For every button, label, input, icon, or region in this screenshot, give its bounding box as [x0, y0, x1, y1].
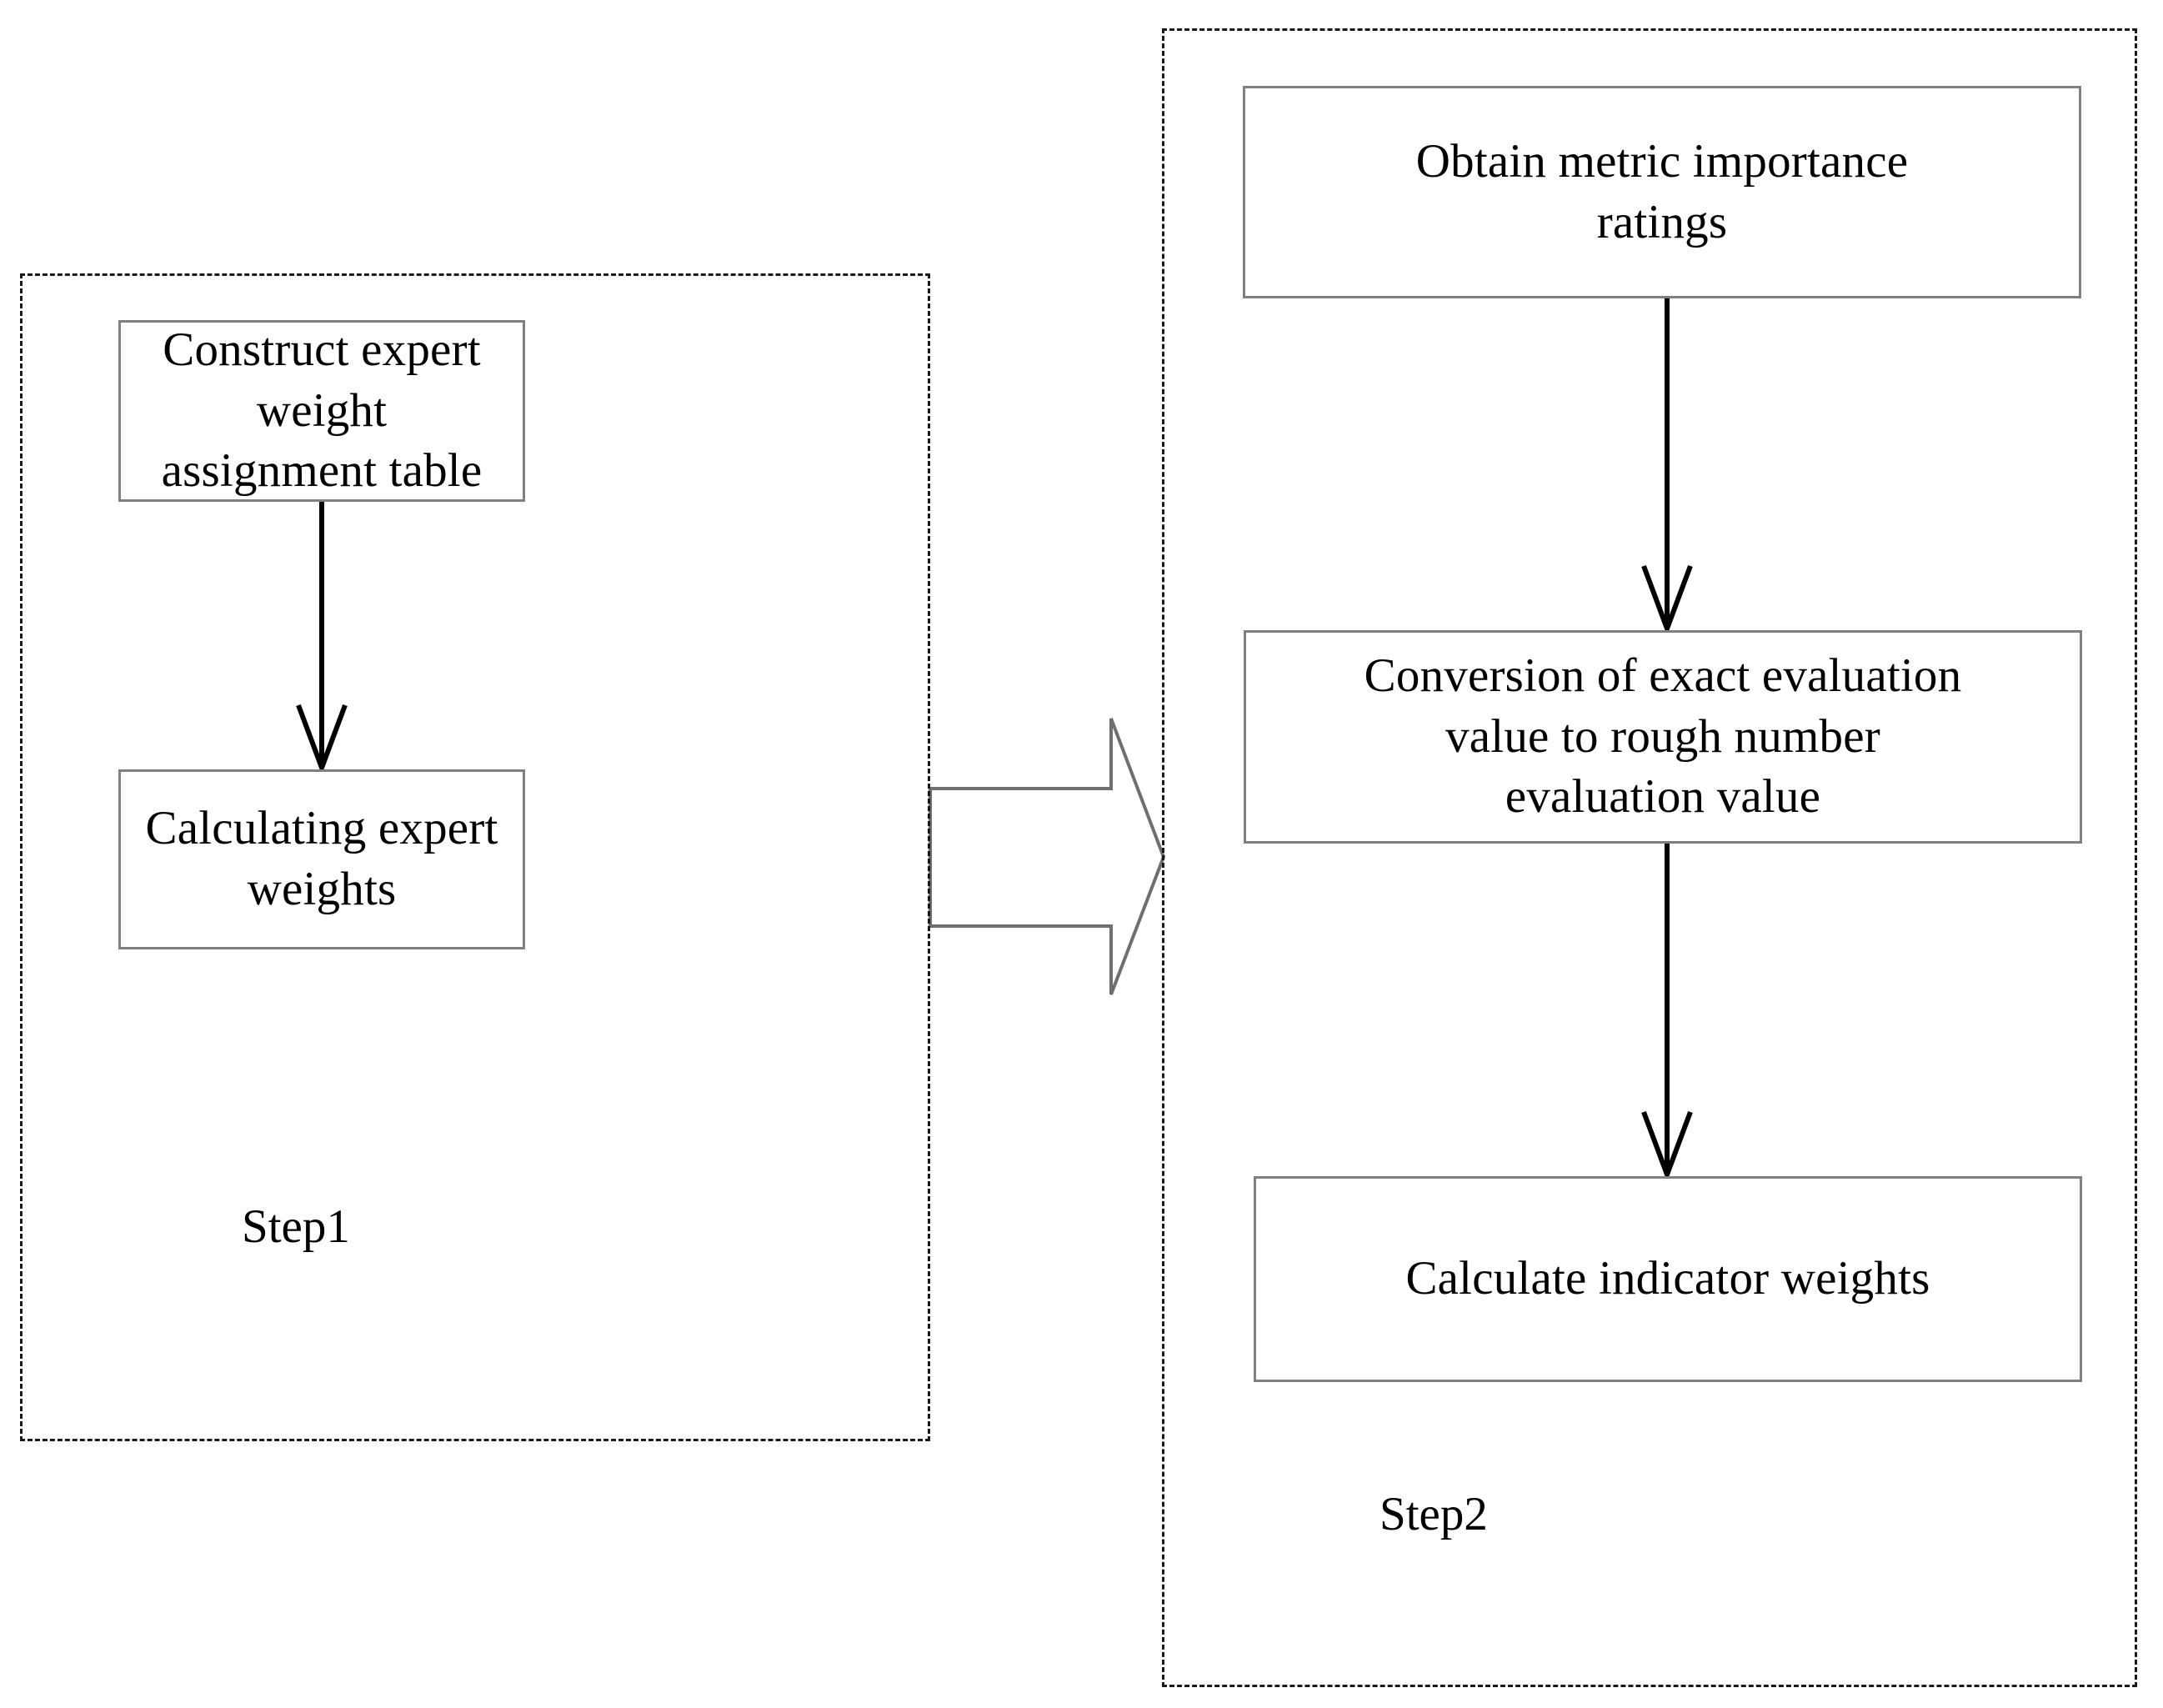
step2-panel	[1162, 28, 2137, 1687]
node-calculate-indicator-weights[interactable]: Calculate indicator weights	[1254, 1176, 2082, 1382]
step1-panel	[20, 273, 930, 1441]
block-arrow-step1-to-step2	[929, 718, 1166, 995]
step2-caption: Step2	[1379, 1488, 1488, 1540]
node-label: Conversion of exact evaluation value to …	[1364, 649, 1962, 824]
step1-caption: Step1	[242, 1200, 350, 1253]
node-label: Construct expert weight assignment table	[161, 323, 483, 498]
node-label: Obtain metric importance ratings	[1415, 134, 1909, 248]
node-calculating-expert-weights[interactable]: Calculating expert weights	[118, 769, 525, 949]
node-label: Calculate indicator weights	[1405, 1252, 1930, 1305]
node-label: Calculating expert weights	[145, 802, 498, 915]
node-conversion-exact-to-rough-number[interactable]: Conversion of exact evaluation value to …	[1244, 630, 2082, 844]
node-construct-expert-weight-assignment-table[interactable]: Construct expert weight assignment table	[118, 320, 525, 502]
node-obtain-metric-importance-ratings[interactable]: Obtain metric importance ratings	[1243, 86, 2081, 298]
